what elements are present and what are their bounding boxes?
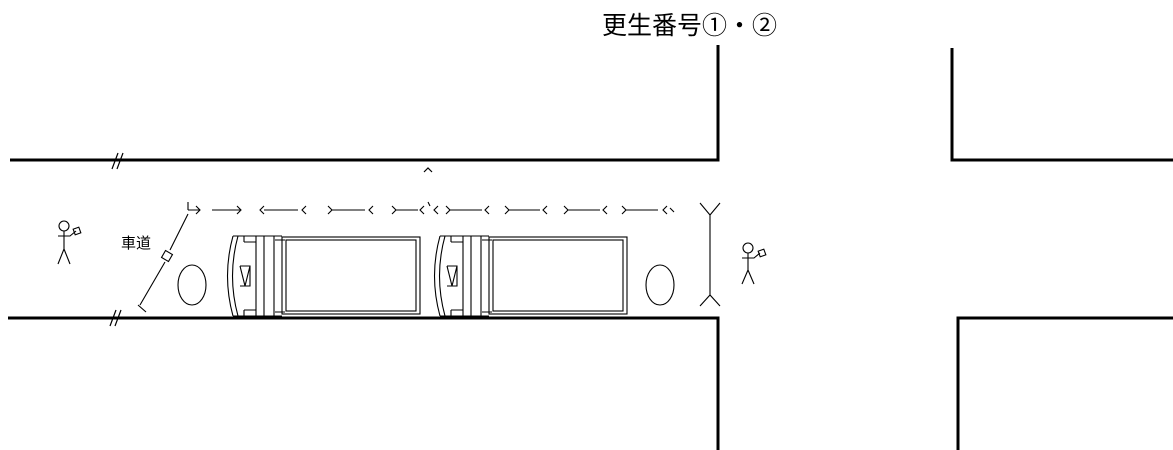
taper-line (137, 213, 189, 313)
small-caret-mark (423, 167, 433, 173)
break-mark-top (111, 152, 124, 170)
break-mark-bottom (109, 309, 122, 327)
break-marks (109, 152, 433, 327)
truck-cab (226, 235, 285, 317)
person-icon (57, 220, 82, 265)
truck-body-inner (492, 239, 624, 312)
truck-cab (433, 235, 492, 317)
person-icon (741, 242, 767, 285)
road-edge-bottom-right (956, 316, 1173, 450)
truck-body-inner (285, 239, 417, 312)
barrier-fence (137, 201, 675, 313)
truck-body (488, 236, 628, 315)
traffic-cone-icon (177, 264, 207, 306)
barrier-icon (187, 201, 675, 215)
truck-icon (433, 235, 628, 317)
taper-marker (160, 249, 174, 263)
road-edge-top-right (950, 48, 1173, 162)
traffic-cone-icon (645, 264, 675, 306)
lane-label: 車道 (121, 234, 152, 252)
road-edge-top-left (10, 45, 720, 162)
road-outline (8, 45, 1173, 450)
barrier-icon (699, 202, 721, 307)
end-barrier (699, 202, 721, 307)
truck-icon (226, 235, 421, 317)
truck-body (281, 236, 421, 315)
diagram-title: 更生番号①・② (602, 11, 778, 40)
road-edge-bottom-left (8, 316, 720, 450)
